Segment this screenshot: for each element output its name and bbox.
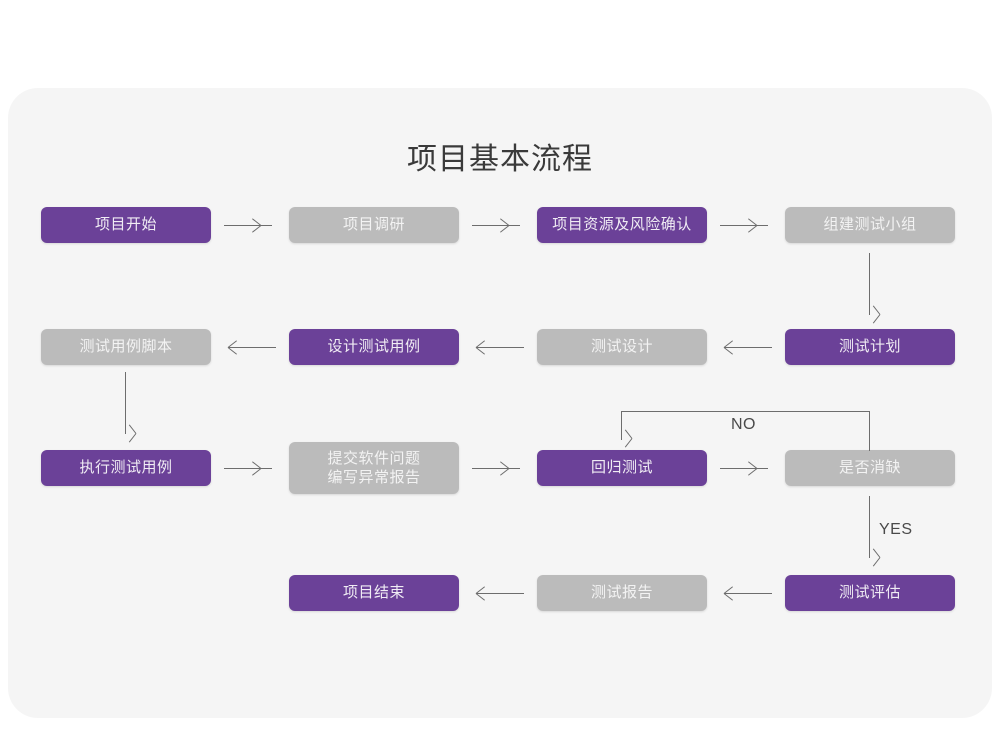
node-test-plan[interactable]: 测试计划: [785, 329, 955, 365]
arrow-start-to-research: [224, 225, 272, 226]
node-resource-risk-confirm[interactable]: 项目资源及风险确认: [537, 207, 707, 243]
node-design-test-case[interactable]: 设计测试用例: [289, 329, 459, 365]
flowchart-panel: [8, 88, 992, 718]
arrow-testplan-to-testdesign: [724, 347, 772, 348]
edge-label-yes: YES: [879, 521, 913, 538]
arrow-evaluation-to-report: [724, 593, 772, 594]
node-project-start[interactable]: 项目开始: [41, 207, 211, 243]
page-title: 项目基本流程: [407, 143, 593, 176]
arrow-report-to-end: [476, 593, 524, 594]
node-regression-test[interactable]: 回归测试: [537, 450, 707, 486]
arrow-research-to-confirm: [472, 225, 520, 226]
no-loop-left-segment: [621, 411, 622, 440]
no-loop-top-segment: [621, 411, 870, 412]
arrow-submit-to-regression: [472, 468, 520, 469]
node-project-end[interactable]: 项目结束: [289, 575, 459, 611]
arrow-regression-to-defect: [720, 468, 768, 469]
node-submit-issue-report[interactable]: 提交软件问题 编写异常报告: [289, 442, 459, 494]
arrow-script-to-execute: [125, 372, 126, 434]
arrow-defect-to-evaluation: [869, 496, 870, 558]
arrow-team-to-testplan: [869, 253, 870, 315]
node-test-design[interactable]: 测试设计: [537, 329, 707, 365]
arrow-execute-to-submit: [224, 468, 272, 469]
node-defect-resolved[interactable]: 是否消缺: [785, 450, 955, 486]
node-test-evaluation[interactable]: 测试评估: [785, 575, 955, 611]
node-project-research[interactable]: 项目调研: [289, 207, 459, 243]
node-test-report[interactable]: 测试报告: [537, 575, 707, 611]
arrow-design-to-script: [228, 347, 276, 348]
edge-label-no: NO: [731, 416, 756, 433]
arrow-confirm-to-team: [720, 225, 768, 226]
node-build-test-team[interactable]: 组建测试小组: [785, 207, 955, 243]
arrow-testdesign-to-design: [476, 347, 524, 348]
node-test-case-script[interactable]: 测试用例脚本: [41, 329, 211, 365]
node-execute-test-case[interactable]: 执行测试用例: [41, 450, 211, 486]
no-loop-right-segment: [869, 411, 870, 451]
